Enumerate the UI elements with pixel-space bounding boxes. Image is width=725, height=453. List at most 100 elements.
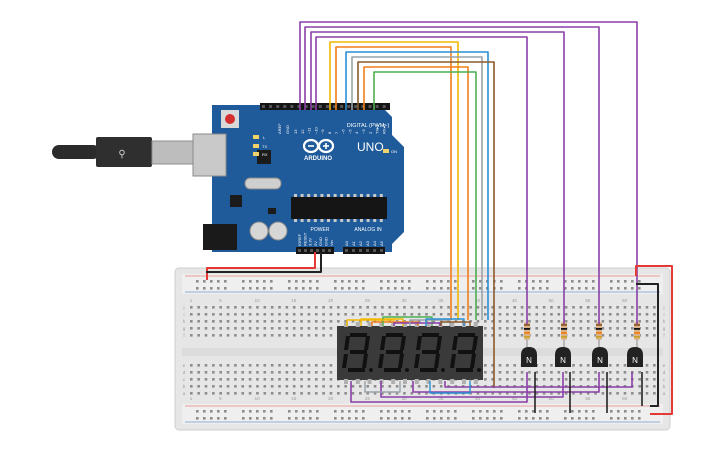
wire-purple-6[interactable] xyxy=(380,372,564,398)
resistors xyxy=(524,318,640,348)
row-letter: h xyxy=(183,319,186,324)
column-number-top: 35 xyxy=(438,298,444,303)
wire-orange-2[interactable] xyxy=(363,66,469,320)
led-label-tx: TX xyxy=(262,144,267,149)
digital-pin-label: 8 xyxy=(327,131,332,134)
digital-header xyxy=(260,103,390,110)
analog-pin-label: A3 xyxy=(365,240,370,246)
column-number-bottom: 25 xyxy=(365,396,371,401)
wire-purple-3[interactable] xyxy=(310,31,565,324)
digital-header-label: DIGITAL (PWM~) xyxy=(347,123,390,129)
wire-purple-4[interactable] xyxy=(315,36,528,324)
column-number-top: 30 xyxy=(402,298,408,303)
wire-blue[interactable] xyxy=(345,51,489,320)
digital-pin-label: 4 xyxy=(354,131,359,134)
svg-text:N: N xyxy=(597,356,603,365)
power-pin-label: 5V xyxy=(313,241,318,246)
digital-pin-label: ~9 xyxy=(320,129,325,134)
row-letter: c xyxy=(183,377,186,382)
led-label-rx: RX xyxy=(262,152,268,157)
wire-red-rail[interactable] xyxy=(635,265,673,415)
transistor-q2: N xyxy=(555,347,571,367)
column-number-bottom: 30 xyxy=(402,396,408,401)
row-letter: f xyxy=(663,333,665,338)
row-letter: b xyxy=(183,384,186,389)
arduino-uno: ARDUINO UNO DIGITAL (PWM~) POWER ANALOG … xyxy=(192,103,404,254)
power-header-label: POWER xyxy=(311,227,330,233)
column-number-bottom: 55 xyxy=(585,396,591,401)
row-letter: i xyxy=(664,312,665,317)
wire-red-5v[interactable] xyxy=(206,252,316,280)
wire-purple-1[interactable] xyxy=(299,21,638,324)
svg-text:N: N xyxy=(526,356,532,365)
digital-pin-label: ~6 xyxy=(341,129,346,134)
wire-black-gnd[interactable] xyxy=(206,252,322,273)
row-letter: j xyxy=(183,305,185,310)
seven-segment-digit xyxy=(450,333,481,372)
power-pin-label: RESET xyxy=(302,232,307,246)
column-number-bottom: 40 xyxy=(475,396,481,401)
column-number-top: 1 xyxy=(190,298,193,303)
power-header xyxy=(296,247,334,254)
row-letter: a xyxy=(663,391,666,396)
seven-segment-digit xyxy=(342,333,373,372)
row-letter: d xyxy=(663,370,666,375)
wire-purple-8[interactable] xyxy=(444,372,633,388)
svg-text:N: N xyxy=(632,356,638,365)
column-number-top: 40 xyxy=(475,298,481,303)
column-number-top: 55 xyxy=(585,298,591,303)
gnd-label: GND xyxy=(285,125,290,134)
wire-orange[interactable] xyxy=(335,46,452,320)
analog-pin-label: A4 xyxy=(372,240,377,246)
digital-pin-label: ~11 xyxy=(307,127,312,134)
transistor-q3: N xyxy=(592,347,608,367)
row-letter: a xyxy=(183,391,186,396)
model-label: UNO xyxy=(357,140,384,154)
transistor-q1: N xyxy=(521,347,537,367)
analog-header xyxy=(343,247,385,254)
row-letter: g xyxy=(183,326,186,331)
power-pin-label: GND xyxy=(318,237,323,246)
row-letter: e xyxy=(663,363,666,368)
power-pin-label: Vin xyxy=(329,240,334,246)
seven-segment-digit xyxy=(378,333,409,372)
wire-gray[interactable] xyxy=(351,56,483,320)
analog-pin-label: A1 xyxy=(351,240,356,246)
column-number-top: 20 xyxy=(328,298,334,303)
digital-pin-label: 13 xyxy=(293,129,298,134)
column-number-top: 60 xyxy=(622,298,628,303)
aref-label: AREF xyxy=(277,123,282,134)
row-letter: d xyxy=(183,370,186,375)
wire-purple-2[interactable] xyxy=(304,26,600,324)
wire-yellow[interactable] xyxy=(329,41,459,320)
atmega-chip-pins xyxy=(294,194,383,222)
digital-pin-label: 7 xyxy=(334,131,339,134)
digital-pin-label: 2 xyxy=(368,131,373,134)
seven-segment-display xyxy=(337,322,483,384)
brand-label: ARDUINO xyxy=(304,156,332,162)
breadboard-column-numbers: 1155101015152020252530303535404045455050… xyxy=(190,298,628,401)
column-number-bottom: 50 xyxy=(549,396,555,401)
column-number-top: 15 xyxy=(291,298,297,303)
wire-green[interactable] xyxy=(373,71,477,320)
row-letter: c xyxy=(663,377,666,382)
wire-black-rail[interactable] xyxy=(636,283,659,407)
led-label-l: L xyxy=(263,135,266,140)
analog-pin-label: A5 xyxy=(379,240,384,246)
column-number-bottom: 45 xyxy=(512,396,518,401)
transistors: N N N N xyxy=(521,347,643,367)
row-letter: i xyxy=(184,312,185,317)
wire-purple-7[interactable] xyxy=(412,372,600,393)
resistor-r1 xyxy=(524,318,530,348)
wire-brown[interactable] xyxy=(357,61,495,388)
column-number-bottom: 10 xyxy=(255,396,261,401)
column-number-bottom: 5 xyxy=(219,396,222,401)
row-letter: f xyxy=(183,333,185,338)
arduino-logo xyxy=(302,138,335,154)
column-number-bottom: 35 xyxy=(438,396,444,401)
